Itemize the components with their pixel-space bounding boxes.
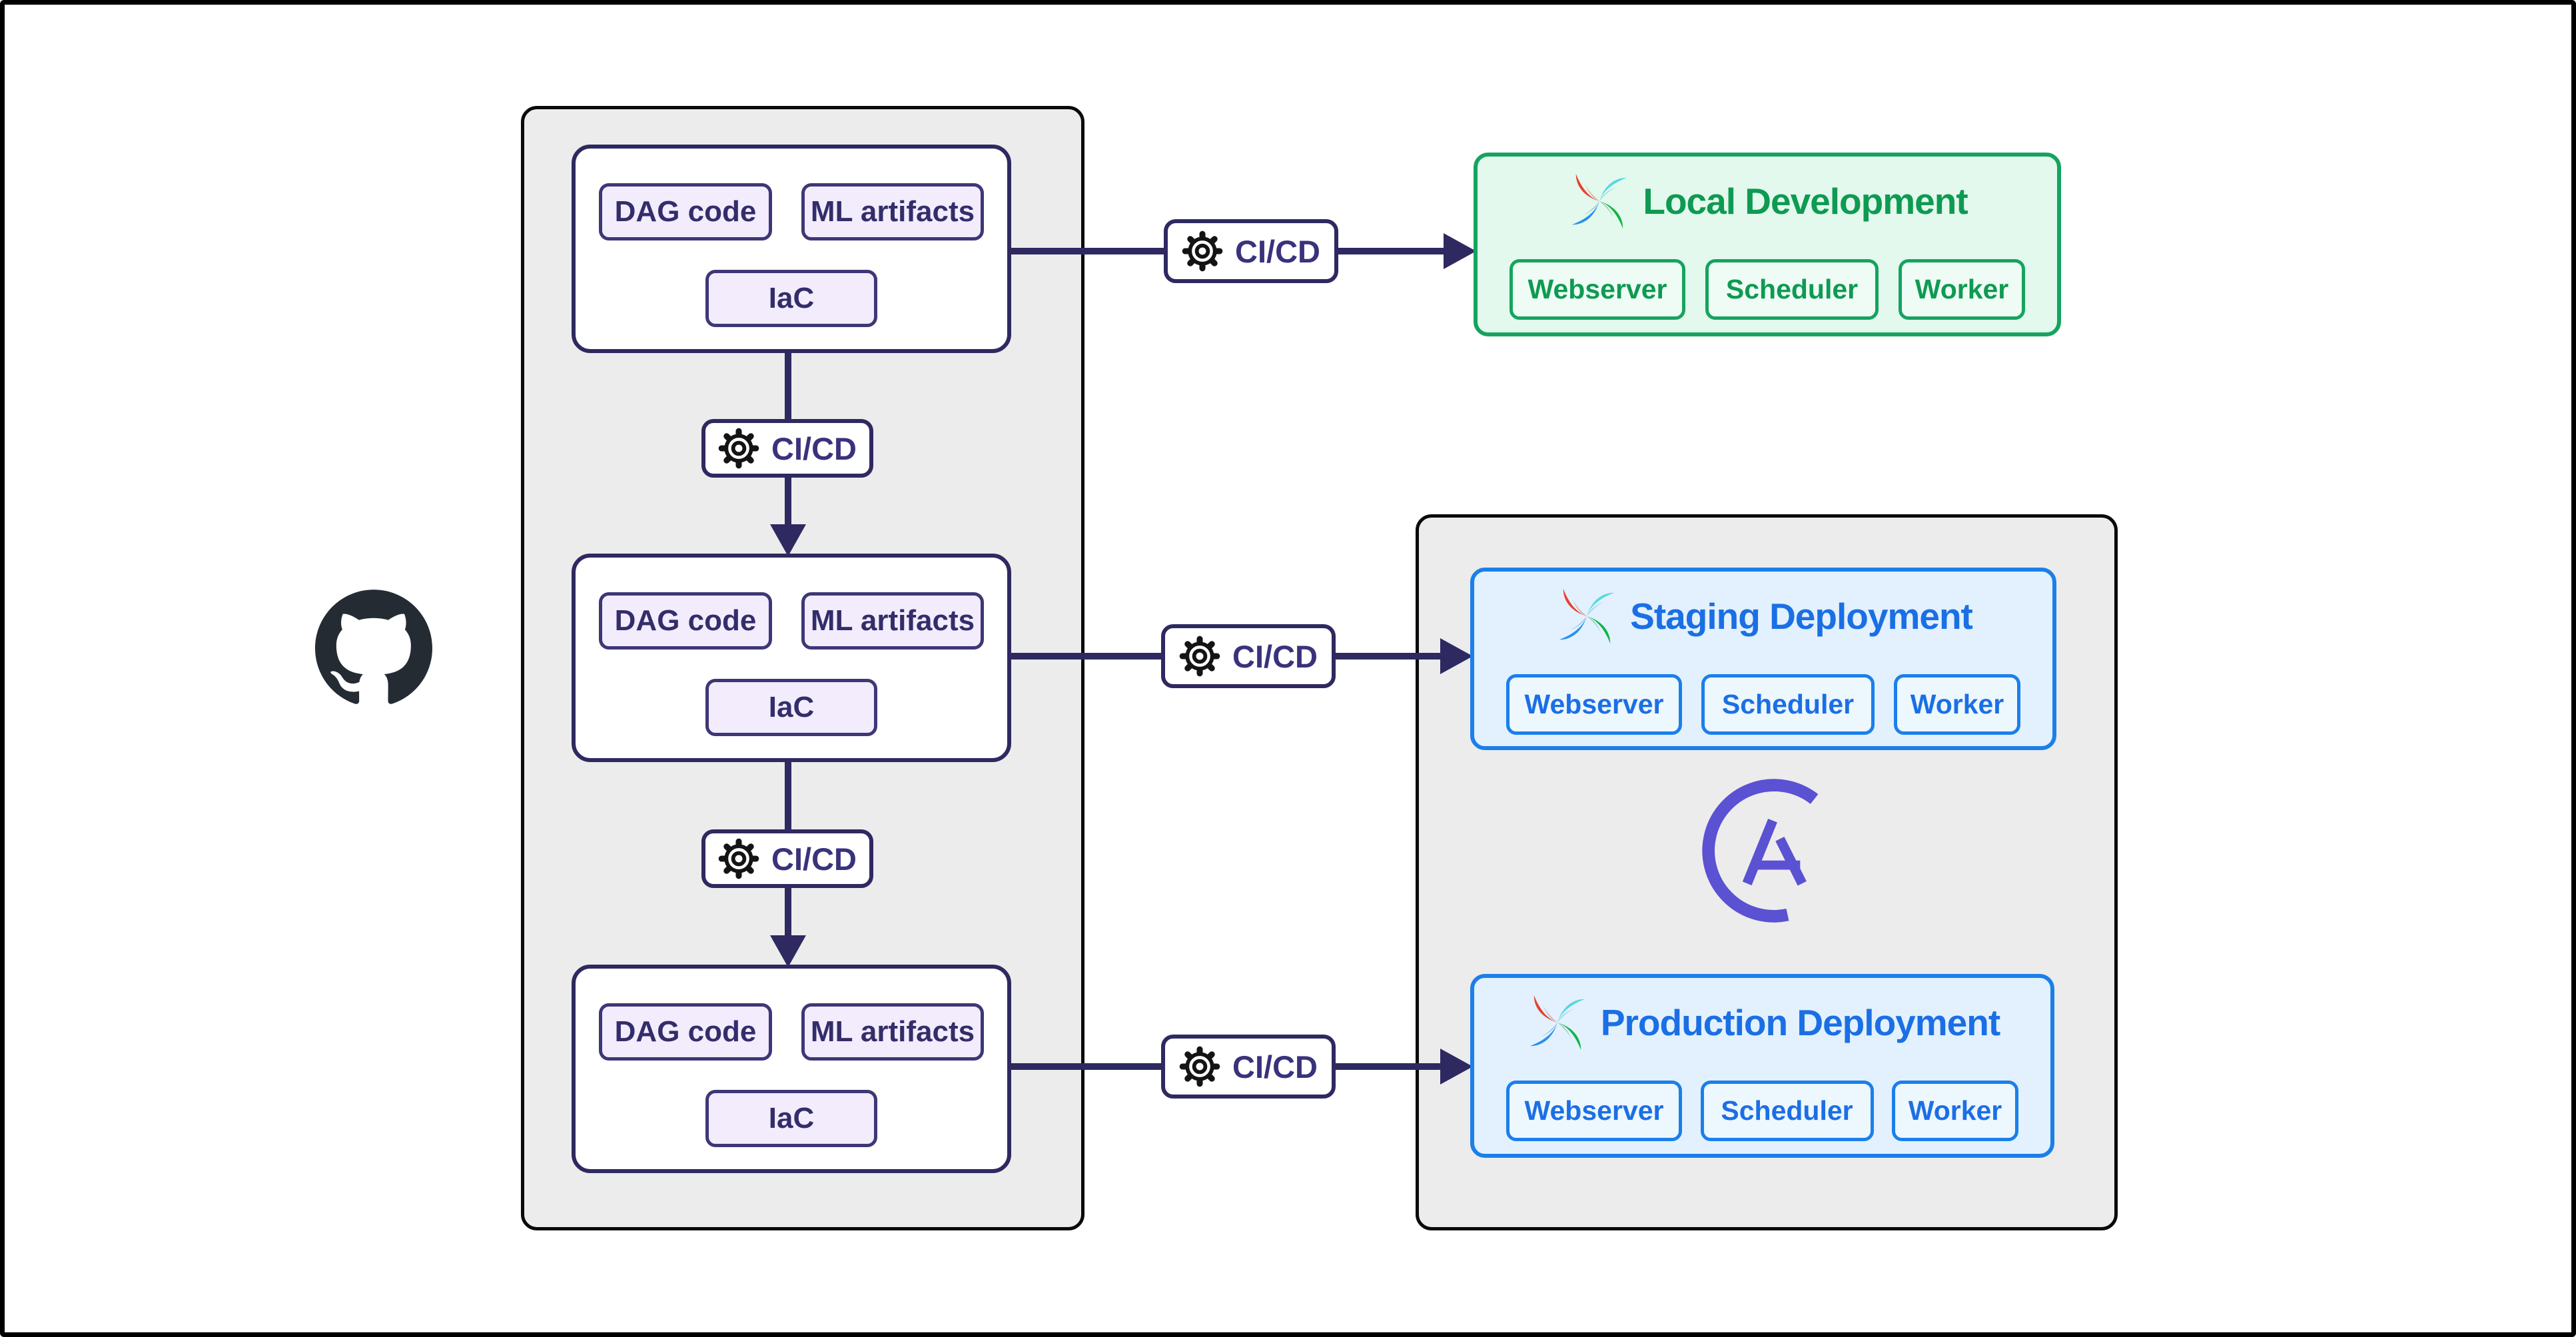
github-octocat-icon [315,590,432,704]
airflow-pinwheel-icon [1572,173,1627,229]
connector-arrows [770,233,1476,1085]
worker-chip: Worker [1892,1081,2018,1141]
cicd-label: CI/CD [1232,1049,1318,1085]
deployment-title: Production Deployment [1600,1002,2000,1043]
cicd-badge-1: CI/CD [701,419,873,478]
staging-deployment-box: Staging Deployment Webserver Scheduler W… [1470,568,2056,750]
deployment-title: Staging Deployment [1630,596,1973,637]
cicd-label: CI/CD [771,841,857,877]
local-development-header: Local Development [1478,169,2057,234]
arrowhead-right-production [1440,1049,1473,1085]
cicd-label: CI/CD [771,430,857,466]
iac-chip: IaC [705,679,877,736]
iac-chip: IaC [705,1090,877,1147]
gear-icon [718,428,759,469]
source-repo-box-1: DAG code ML artifacts IaC [572,145,1011,353]
ml-artifacts-chip: ML artifacts [801,1003,984,1061]
webserver-chip: Webserver [1506,674,1682,735]
webserver-chip: Webserver [1506,1081,1682,1141]
production-deployment-box: Production Deployment Webserver Schedule… [1470,974,2054,1158]
production-deployment-header: Production Deployment [1474,990,2050,1055]
staging-deployment-header: Staging Deployment [1474,584,2052,649]
gear-icon [1179,636,1220,677]
deployment-title: Local Development [1643,181,1968,222]
cicd-label: CI/CD [1235,233,1320,269]
cicd-badge-staging: CI/CD [1161,624,1336,688]
gear-icon [1182,230,1223,272]
gear-icon [718,838,759,879]
airflow-pinwheel-icon [1559,588,1615,644]
source-repo-box-2: DAG code ML artifacts IaC [572,554,1011,762]
arrowhead-down-1 [770,524,806,556]
scheduler-chip: Scheduler [1700,1081,1874,1141]
airflow-pinwheel-icon [1529,995,1585,1051]
source-repo-box-3: DAG code ML artifacts IaC [572,965,1011,1173]
dag-code-chip: DAG code [599,183,772,240]
cicd-badge-local: CI/CD [1164,219,1338,283]
gear-icon [1179,1046,1220,1087]
iac-chip: IaC [705,270,877,327]
cicd-badge-2: CI/CD [701,829,873,888]
cicd-label: CI/CD [1232,638,1318,674]
arrowhead-right-local [1444,233,1476,269]
scheduler-chip: Scheduler [1701,674,1875,735]
webserver-chip: Webserver [1509,259,1685,320]
dag-code-chip: DAG code [599,592,772,650]
ml-artifacts-chip: ML artifacts [801,183,984,240]
dag-code-chip: DAG code [599,1003,772,1061]
arrowhead-right-staging [1440,638,1473,674]
worker-chip: Worker [1899,259,2025,320]
ml-artifacts-chip: ML artifacts [801,592,984,650]
worker-chip: Worker [1894,674,2020,735]
astronomer-a-icon [1702,779,1819,923]
local-development-box: Local Development Webserver Scheduler Wo… [1474,153,2061,336]
scheduler-chip: Scheduler [1705,259,1879,320]
cicd-badge-production: CI/CD [1161,1035,1336,1099]
arrowhead-down-2 [770,935,806,967]
